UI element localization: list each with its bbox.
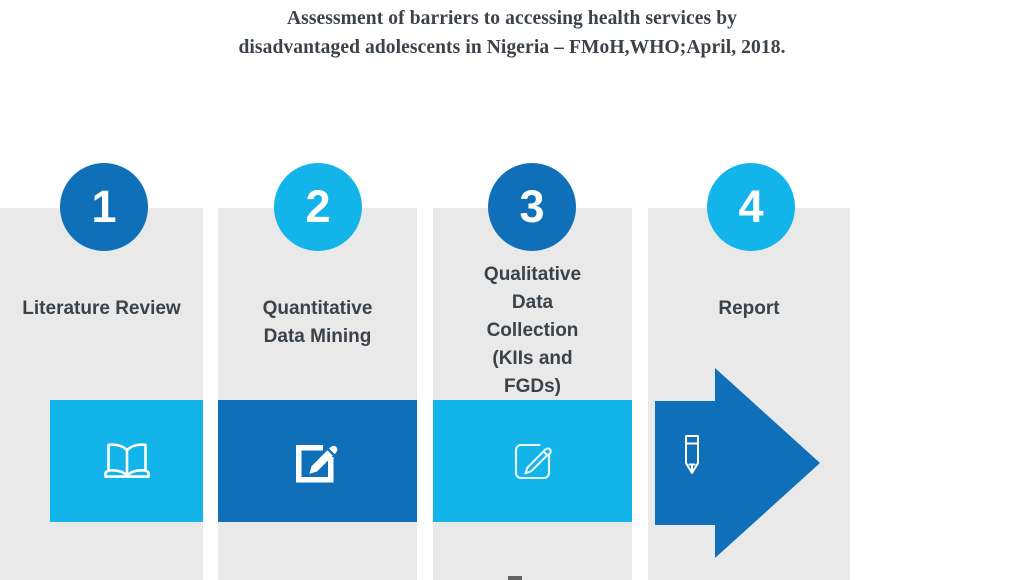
step-badge-1[interactable]: 1 [60, 163, 148, 251]
page-title: Assessment of barriers to accessing heal… [0, 4, 1024, 62]
step-badge-number-1: 1 [91, 181, 117, 232]
step-label-3-line-5: FGDs) [504, 376, 561, 397]
step-badge-4[interactable]: 4 [707, 163, 795, 251]
edit-square-pencil-icon [290, 433, 346, 489]
step-label-3-line-2: Data [511, 292, 554, 313]
step-label-3-line-3: Collection [486, 320, 579, 341]
step-badge-number-2: 2 [305, 181, 331, 232]
page-title-line-2: disadvantaged adolescents in Nigeria – F… [238, 37, 786, 58]
step-badge-3[interactable]: 3 [488, 163, 576, 251]
step-icon-box-3[interactable] [433, 400, 632, 522]
step-label-4-line-1: Report [718, 298, 780, 319]
step-column-1[interactable] [0, 208, 203, 580]
step-badge-number-4: 4 [738, 181, 764, 232]
step-label-2: Quantitative Data Mining [218, 295, 417, 351]
step-badge-2[interactable]: 2 [274, 163, 362, 251]
step-icon-box-4[interactable] [672, 428, 712, 480]
page-title-line-1: Assessment of barriers to accessing heal… [286, 8, 738, 29]
step-label-3-line-4: (KIIs and [492, 348, 573, 369]
step-label-2-line-2: Data Mining [263, 326, 372, 347]
open-book-icon [101, 439, 153, 483]
step-label-3-line-1: Qualitative [483, 264, 582, 285]
step-label-4: Report [648, 295, 850, 323]
step-label-3: Qualitative Data Collection (KIIs and FG… [433, 261, 632, 401]
step-label-1-line-1: Literature Review [22, 298, 181, 319]
step-label-1: Literature Review [0, 295, 203, 323]
step-arrow-shape-4[interactable] [655, 368, 820, 558]
step-icon-box-2[interactable] [218, 400, 417, 522]
page-artifact [508, 576, 522, 580]
step-column-2[interactable] [218, 208, 417, 580]
step-icon-box-1[interactable] [50, 400, 203, 522]
pencil-icon [679, 430, 705, 478]
step-label-2-line-1: Quantitative [262, 298, 373, 319]
step-badge-number-3: 3 [519, 181, 545, 232]
edit-rounded-square-pencil-icon [506, 434, 560, 488]
